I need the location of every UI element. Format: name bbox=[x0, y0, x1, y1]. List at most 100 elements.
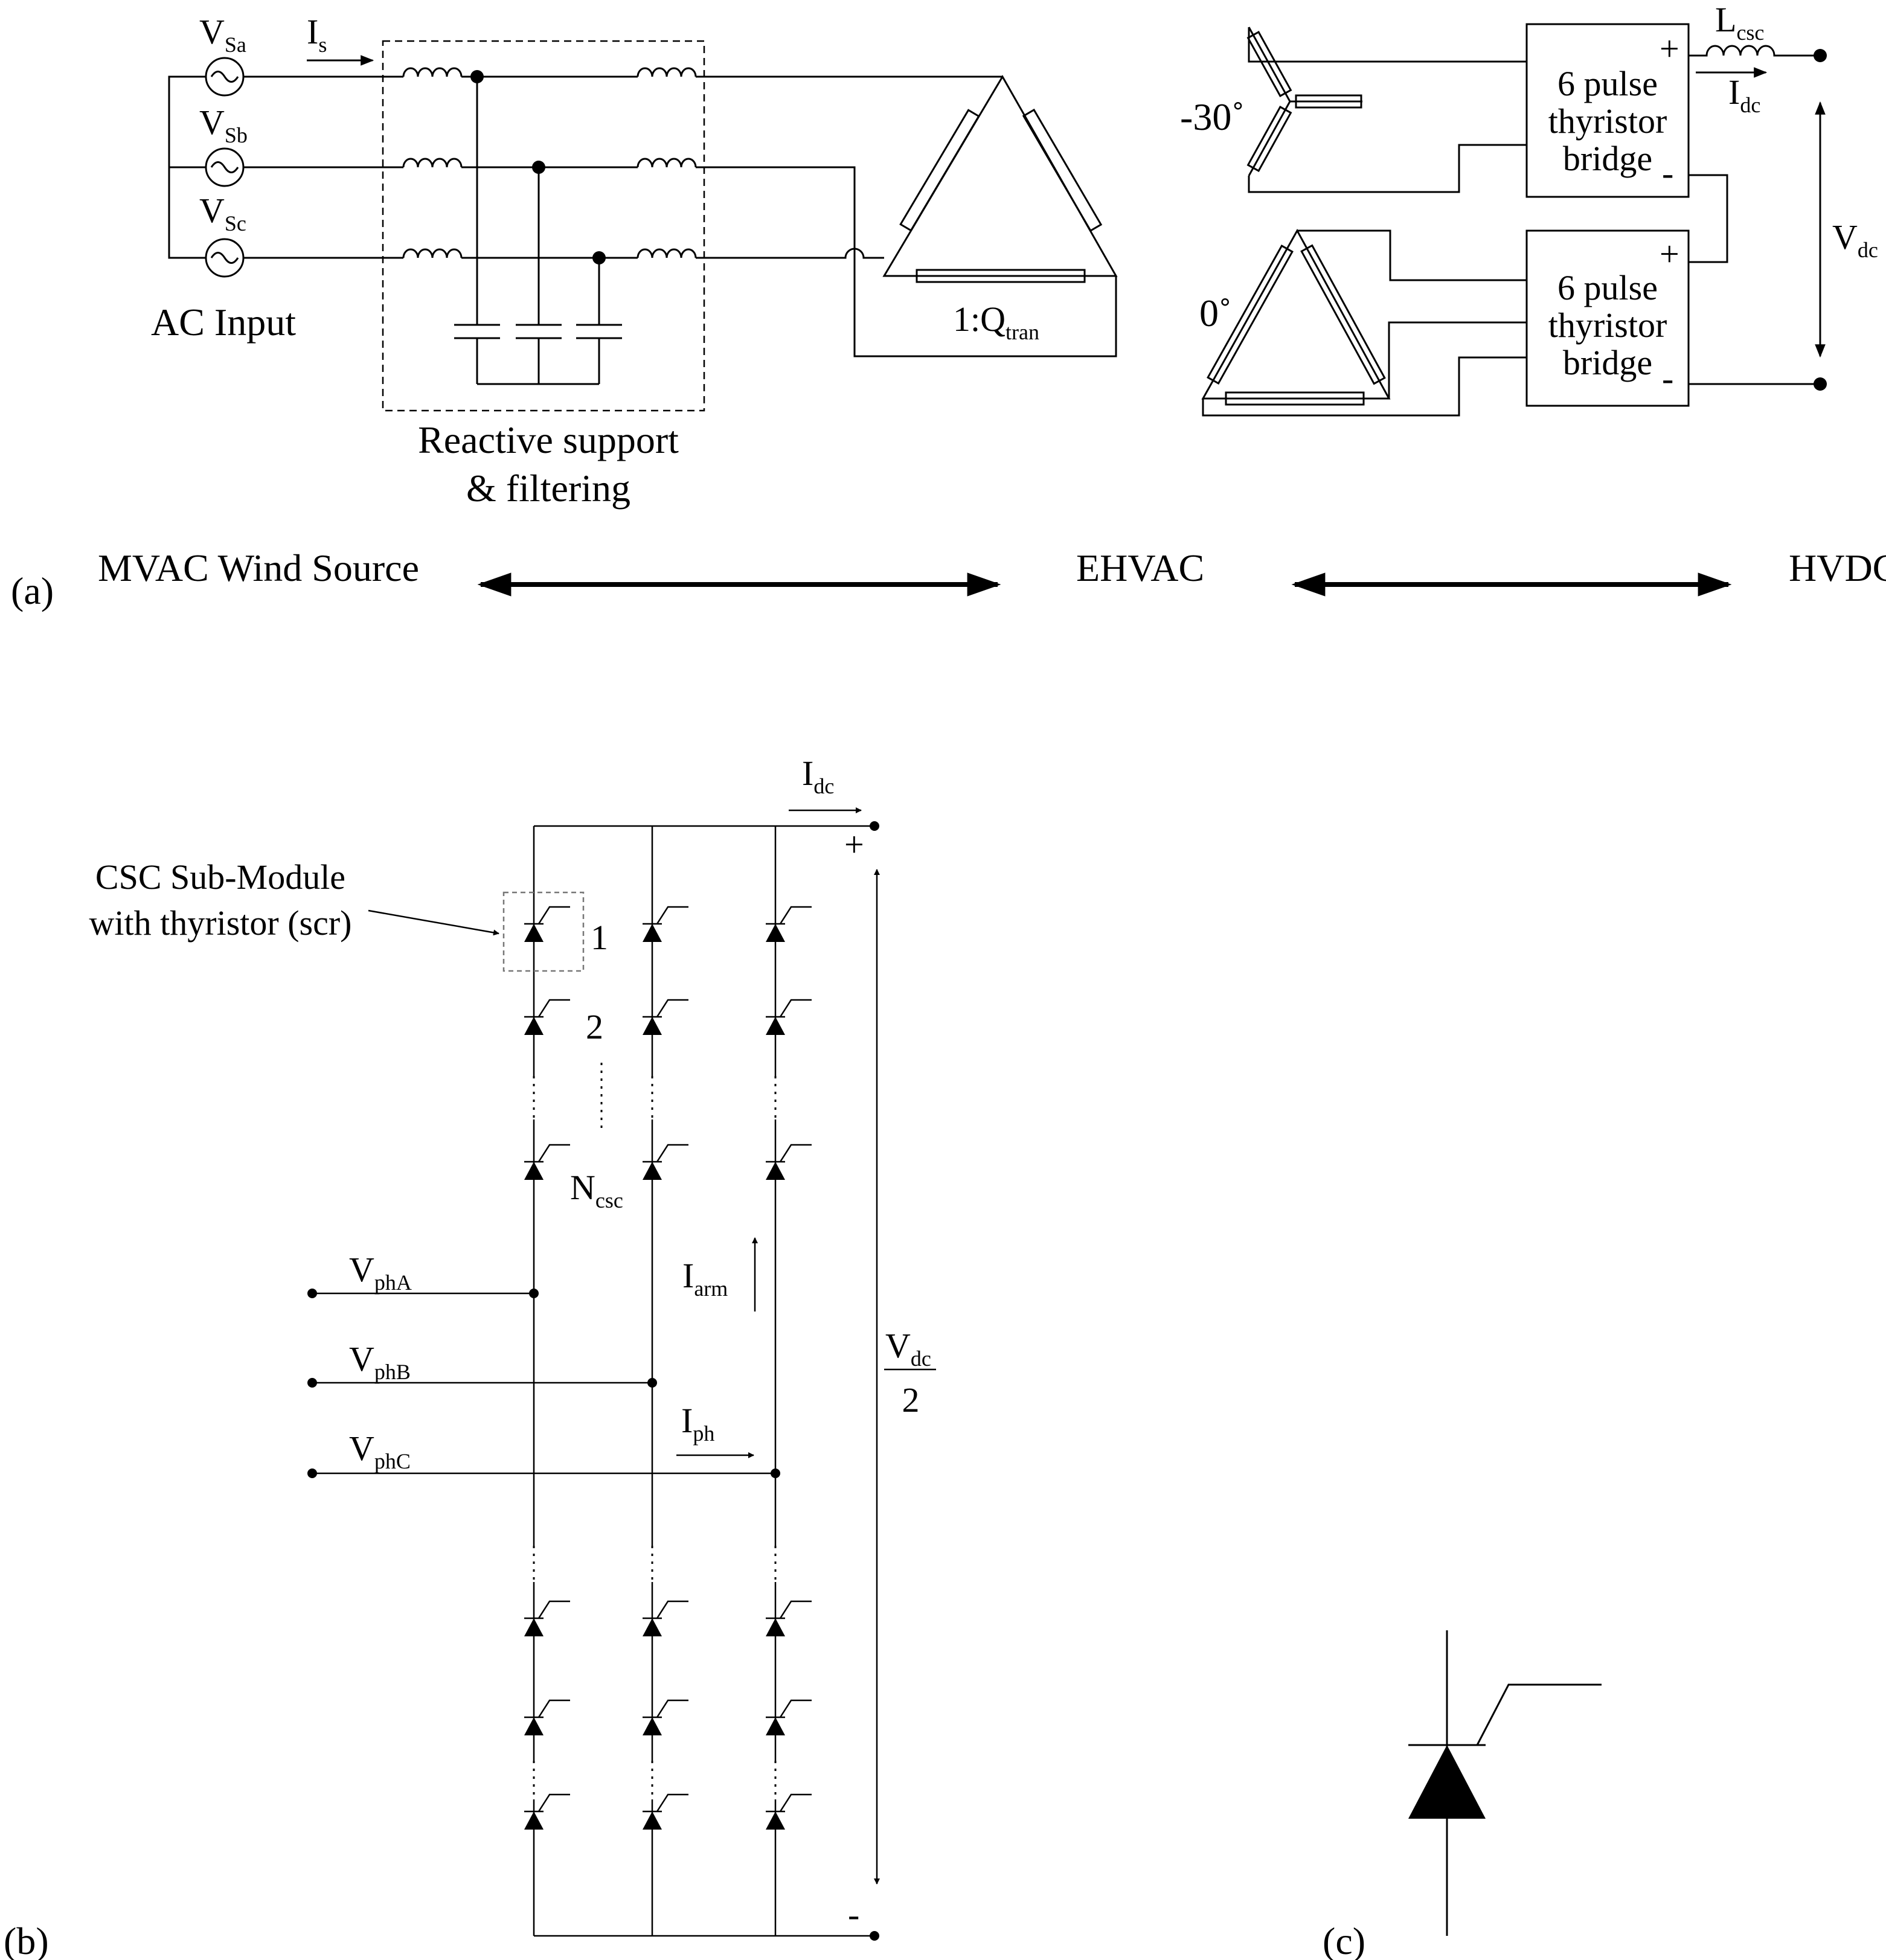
thyristor bbox=[766, 1618, 785, 1636]
submodule-callout-line1: CSC Sub-Module bbox=[95, 857, 345, 897]
thyristor-gate bbox=[656, 999, 688, 1017]
domain-ehvac: EHVAC bbox=[1076, 546, 1204, 589]
thyristor-gate bbox=[779, 1793, 812, 1812]
thyristor-symbol bbox=[1408, 1630, 1602, 1936]
svg-text:+: + bbox=[1660, 29, 1679, 68]
thyristor-gate bbox=[779, 1144, 812, 1162]
submodule-callout-line2: with thyristor (scr) bbox=[89, 903, 352, 943]
panel-a-label: (a) bbox=[11, 569, 54, 612]
filter-dashed-box bbox=[382, 40, 705, 412]
module-count-label: Ncsc bbox=[570, 1168, 623, 1212]
dc-voltage-label: Vdc bbox=[1832, 217, 1878, 262]
thyristor-bridge-lower: 6 pulse thyristor bridge + - bbox=[1525, 229, 1690, 407]
thyristor bbox=[766, 924, 785, 942]
dc-rails bbox=[534, 825, 872, 1937]
thyristor-gate bbox=[537, 1144, 570, 1162]
secondary-delta-winding bbox=[1201, 228, 1527, 417]
ac-source-b bbox=[205, 147, 245, 187]
panel-b: VphA VphB VphC Idc Iarm Iph + - Vdc 2 CS… bbox=[4, 754, 936, 1960]
fraction-denominator: 2 bbox=[902, 1380, 920, 1420]
source-b-label: VSb bbox=[199, 103, 248, 147]
phase-b-voltage-label: VphB bbox=[349, 1339, 411, 1384]
thyristor bbox=[524, 1618, 544, 1636]
module-index-1: 1 bbox=[591, 918, 608, 957]
thyristor bbox=[524, 1717, 544, 1735]
svg-text:+: + bbox=[1660, 234, 1679, 274]
filter-label-line2: & filtering bbox=[466, 467, 630, 510]
thyristor bbox=[524, 1811, 544, 1830]
thyristor bbox=[766, 1162, 785, 1180]
dc-plus-terminal bbox=[870, 821, 879, 831]
secondary-wye-winding bbox=[1246, 27, 1527, 193]
thyristor-gate bbox=[656, 1699, 688, 1718]
svg-text:-: - bbox=[1662, 153, 1673, 193]
thyristor-gate bbox=[537, 906, 570, 924]
thyristor bbox=[766, 1811, 785, 1830]
phase-a-voltage-label: VphA bbox=[349, 1250, 412, 1295]
svg-text:thyristor: thyristor bbox=[1548, 101, 1667, 141]
ac-sources bbox=[168, 57, 245, 278]
domain-hvdc: HVDC bbox=[1789, 546, 1886, 589]
dc-minus-terminal bbox=[870, 1931, 879, 1941]
thyristor bbox=[524, 924, 544, 942]
dc-terminal-dot bbox=[1814, 377, 1827, 391]
source-current-label: Is bbox=[307, 12, 327, 57]
thyristor-gate bbox=[779, 999, 812, 1017]
filter-capacitors bbox=[454, 70, 622, 385]
source-c-label: VSc bbox=[199, 191, 246, 235]
dc-current-label: Idc bbox=[1728, 72, 1760, 117]
minus-sign: - bbox=[848, 1895, 859, 1934]
wye-angle-label: -30˚ bbox=[1180, 95, 1245, 138]
dc-inductor-label: Lcsc bbox=[1715, 0, 1764, 45]
thyristor bbox=[643, 1717, 662, 1735]
panel-c: (c) bbox=[1323, 1630, 1602, 1960]
fraction-numerator: Vdc bbox=[885, 1326, 931, 1371]
thyristor-gate bbox=[656, 906, 688, 924]
thyristor-gate bbox=[656, 1144, 688, 1162]
domain-mvac: MVAC Wind Source bbox=[98, 546, 419, 589]
thyristor bbox=[643, 1811, 662, 1830]
svg-text:thyristor: thyristor bbox=[1548, 306, 1667, 345]
thyristor-gate bbox=[537, 1699, 570, 1718]
thyristor-gate bbox=[779, 1699, 812, 1718]
phase-inputs bbox=[307, 1289, 780, 1478]
half-dc-voltage-fraction: Vdc 2 bbox=[884, 1326, 936, 1420]
panel-c-label: (c) bbox=[1323, 1920, 1365, 1960]
panel-a: VSa VSb VSc AC Input Is bbox=[11, 0, 1886, 612]
thyristor bbox=[643, 1017, 662, 1035]
ac-source-a bbox=[205, 57, 245, 97]
thyristor-gate bbox=[779, 906, 812, 924]
module-index-2: 2 bbox=[586, 1007, 603, 1046]
svg-text:bridge: bridge bbox=[1563, 343, 1652, 382]
thyristor bbox=[766, 1717, 785, 1735]
thyristor bbox=[643, 924, 662, 942]
dc-terminal-dot bbox=[1814, 49, 1827, 62]
plus-sign: + bbox=[844, 825, 864, 864]
phase-lines bbox=[243, 75, 1002, 260]
submodule-dashed-box bbox=[502, 891, 585, 972]
source-a-label: VSa bbox=[199, 12, 246, 57]
dc-output-side bbox=[1689, 45, 1827, 391]
thyristor-gate bbox=[537, 1600, 570, 1619]
svg-text:bridge: bridge bbox=[1563, 139, 1652, 178]
ac-input-label: AC Input bbox=[151, 301, 296, 344]
phase-current-label: Iph bbox=[681, 1401, 714, 1446]
dc-current-label-b: Idc bbox=[802, 754, 834, 798]
thyristor-bridge-upper: 6 pulse thyristor bridge + - bbox=[1525, 23, 1690, 198]
arm-current-label: Iarm bbox=[682, 1256, 728, 1301]
svg-text:6 pulse: 6 pulse bbox=[1557, 268, 1658, 307]
filter-inductors bbox=[402, 67, 697, 258]
thyristor-gate bbox=[656, 1793, 688, 1812]
thyristor bbox=[524, 1017, 544, 1035]
thyristor bbox=[524, 1162, 544, 1180]
thyristor bbox=[643, 1162, 662, 1180]
phase-c-voltage-label: VphC bbox=[349, 1429, 411, 1473]
ac-source-c bbox=[205, 238, 245, 278]
submodule-callout-arrow bbox=[368, 909, 499, 936]
thyristor-gate bbox=[779, 1600, 812, 1619]
delta-angle-label: 0˚ bbox=[1199, 292, 1231, 335]
svg-text:6 pulse: 6 pulse bbox=[1557, 64, 1658, 103]
filter-label-line1: Reactive support bbox=[418, 418, 679, 461]
thyristor-gate bbox=[656, 1600, 688, 1619]
